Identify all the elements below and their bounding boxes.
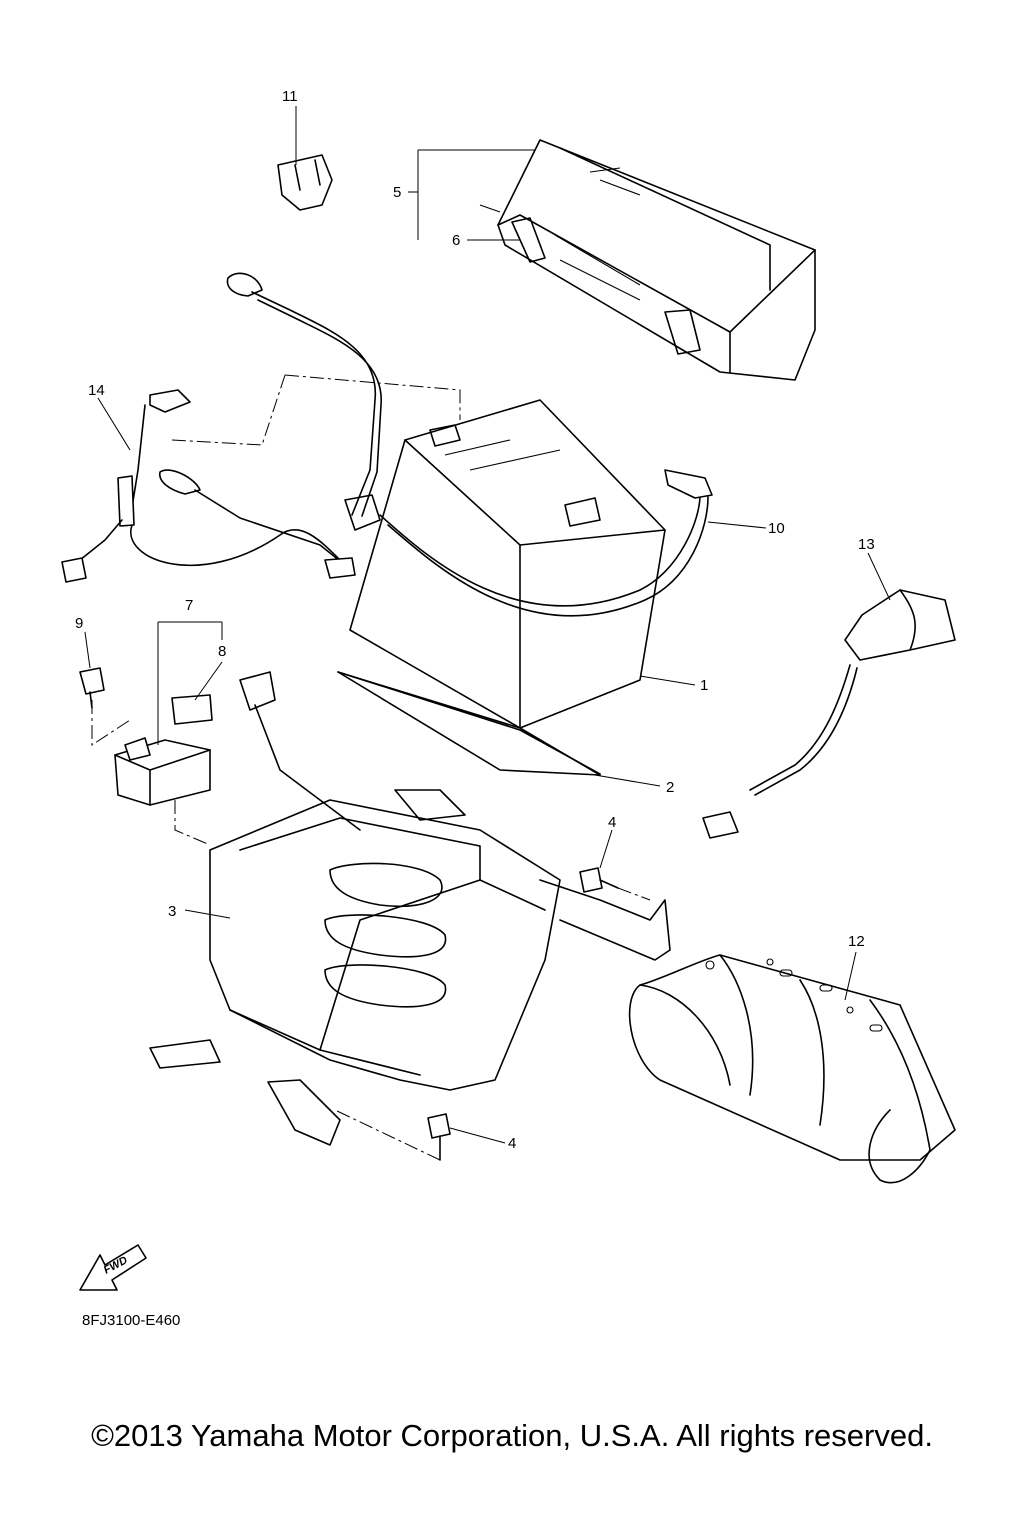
negative-cable-part — [226, 272, 382, 531]
callout-2: 2 — [666, 779, 674, 796]
bolt-9-part — [79, 667, 105, 709]
callout-12: 12 — [848, 933, 865, 950]
callout-7: 7 — [185, 597, 193, 614]
callout-4-upper: 4 — [608, 814, 616, 831]
positive-cable-part — [379, 469, 713, 617]
battery-bracket-part — [149, 671, 671, 1146]
callout-10: 10 — [768, 520, 785, 537]
battery-part — [349, 399, 666, 729]
battery-cover-part — [479, 139, 816, 381]
callout-5: 5 — [393, 184, 401, 201]
leader-lines — [84, 106, 891, 1144]
callout-1: 1 — [700, 677, 708, 694]
relay-part — [114, 694, 213, 806]
callout-6: 6 — [452, 232, 460, 249]
callout-4-lower: 4 — [508, 1135, 516, 1152]
accessory-socket-part — [702, 589, 956, 839]
wire-harness-part — [61, 389, 356, 583]
fwd-arrow-icon: FWD — [79, 1244, 147, 1291]
assembly-lines — [91, 374, 651, 1161]
callout-9: 9 — [75, 615, 83, 632]
callout-11: 11 — [282, 88, 298, 105]
callout-14: 14 — [88, 382, 105, 399]
copyright-notice: ©2013 Yamaha Motor Corporation, U.S.A. A… — [91, 1418, 933, 1453]
callout-13: 13 — [858, 536, 875, 553]
drawing-code: 8FJ3100-E460 — [82, 1312, 181, 1329]
bolt-4-lower-part — [427, 1113, 451, 1161]
callout-8: 8 — [218, 643, 226, 660]
callout-3: 3 — [168, 903, 176, 920]
callout-labels: 1 2 3 4 4 5 6 7 8 9 10 11 12 13 14 — [75, 88, 875, 1152]
battery-pad-part — [337, 671, 601, 776]
clip-part — [277, 154, 333, 211]
heat-shield-part — [628, 954, 956, 1184]
bolt-4-upper-part — [579, 867, 619, 893]
